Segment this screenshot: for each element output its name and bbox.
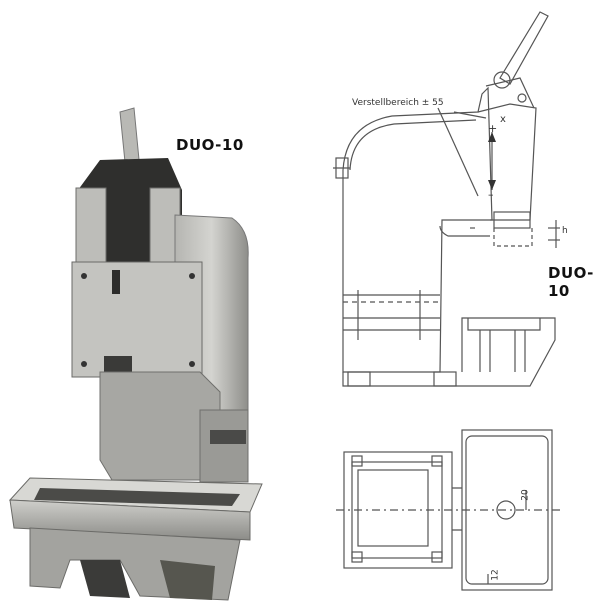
h-label: h [562,226,568,236]
side-model-label: DUO-10 [548,264,594,300]
top-bore [496,500,516,520]
side-lever [499,11,549,85]
adjust-range-label: Verstellbereich ± 55 [352,98,444,108]
plus-label: + [488,122,498,135]
x-label: x [500,114,506,125]
dim-20-label: 20 [520,489,531,501]
head-plate-left [75,187,107,267]
minus-label: – [488,188,494,201]
ram-plate [71,261,203,378]
frame-outline [342,86,493,373]
photo-model-label: DUO-10 [176,136,244,154]
side-head [477,103,537,221]
side-base [342,317,556,387]
dim-12-label: 12 [490,569,501,581]
